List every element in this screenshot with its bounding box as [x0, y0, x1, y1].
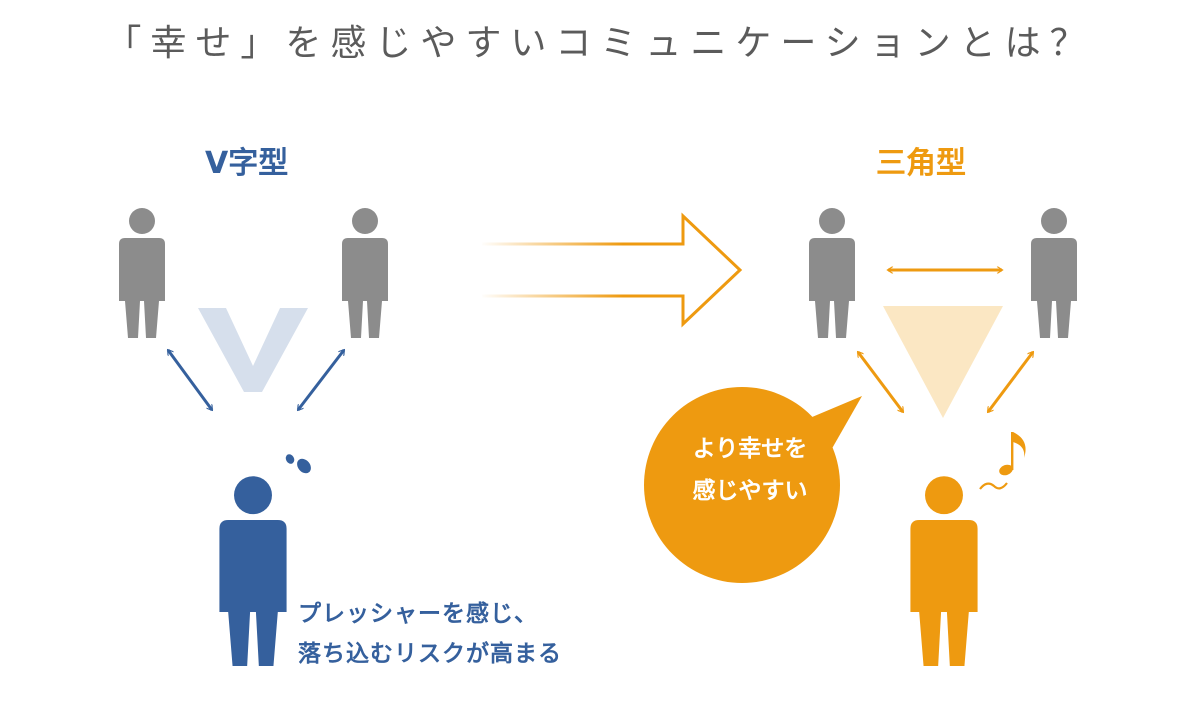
double-arrow-icon	[856, 352, 905, 412]
person-icon	[809, 208, 855, 338]
v-type-note: プレッシャーを感じ、 落ち込むリスクが高まる	[298, 594, 562, 674]
person-icon	[119, 208, 165, 338]
triangle-type-label: 三角型	[876, 146, 966, 181]
person-icon	[910, 476, 978, 666]
v-type-label: V字型	[205, 146, 289, 181]
double-arrow-icon	[986, 352, 1035, 412]
speech-bubble	[644, 387, 862, 583]
double-arrow-icon	[296, 350, 346, 410]
double-arrow-icon	[166, 350, 214, 410]
v-type-note-line2: 落ち込むリスクが高まる	[298, 641, 562, 667]
bubble-text-line2: 感じやすい	[692, 478, 808, 504]
bubble-text-line1: より幸せを	[692, 436, 808, 462]
person-icon	[219, 476, 287, 666]
sweat-drops-icon	[285, 454, 311, 474]
music-note-icon	[999, 432, 1026, 476]
bubble-text: より幸せを 感じやすい	[652, 428, 848, 512]
big-right-arrow-icon	[482, 212, 743, 328]
tilde-mark	[979, 482, 1008, 490]
triangle-shape	[883, 306, 1003, 418]
person-icon	[1031, 208, 1077, 338]
page-title: 「幸せ」を感じやすいコミュニケーションとは？	[105, 23, 1095, 64]
v-shape	[198, 308, 308, 392]
v-type-note-line1: プレッシャーを感じ、	[298, 601, 538, 627]
person-icon	[342, 208, 388, 338]
